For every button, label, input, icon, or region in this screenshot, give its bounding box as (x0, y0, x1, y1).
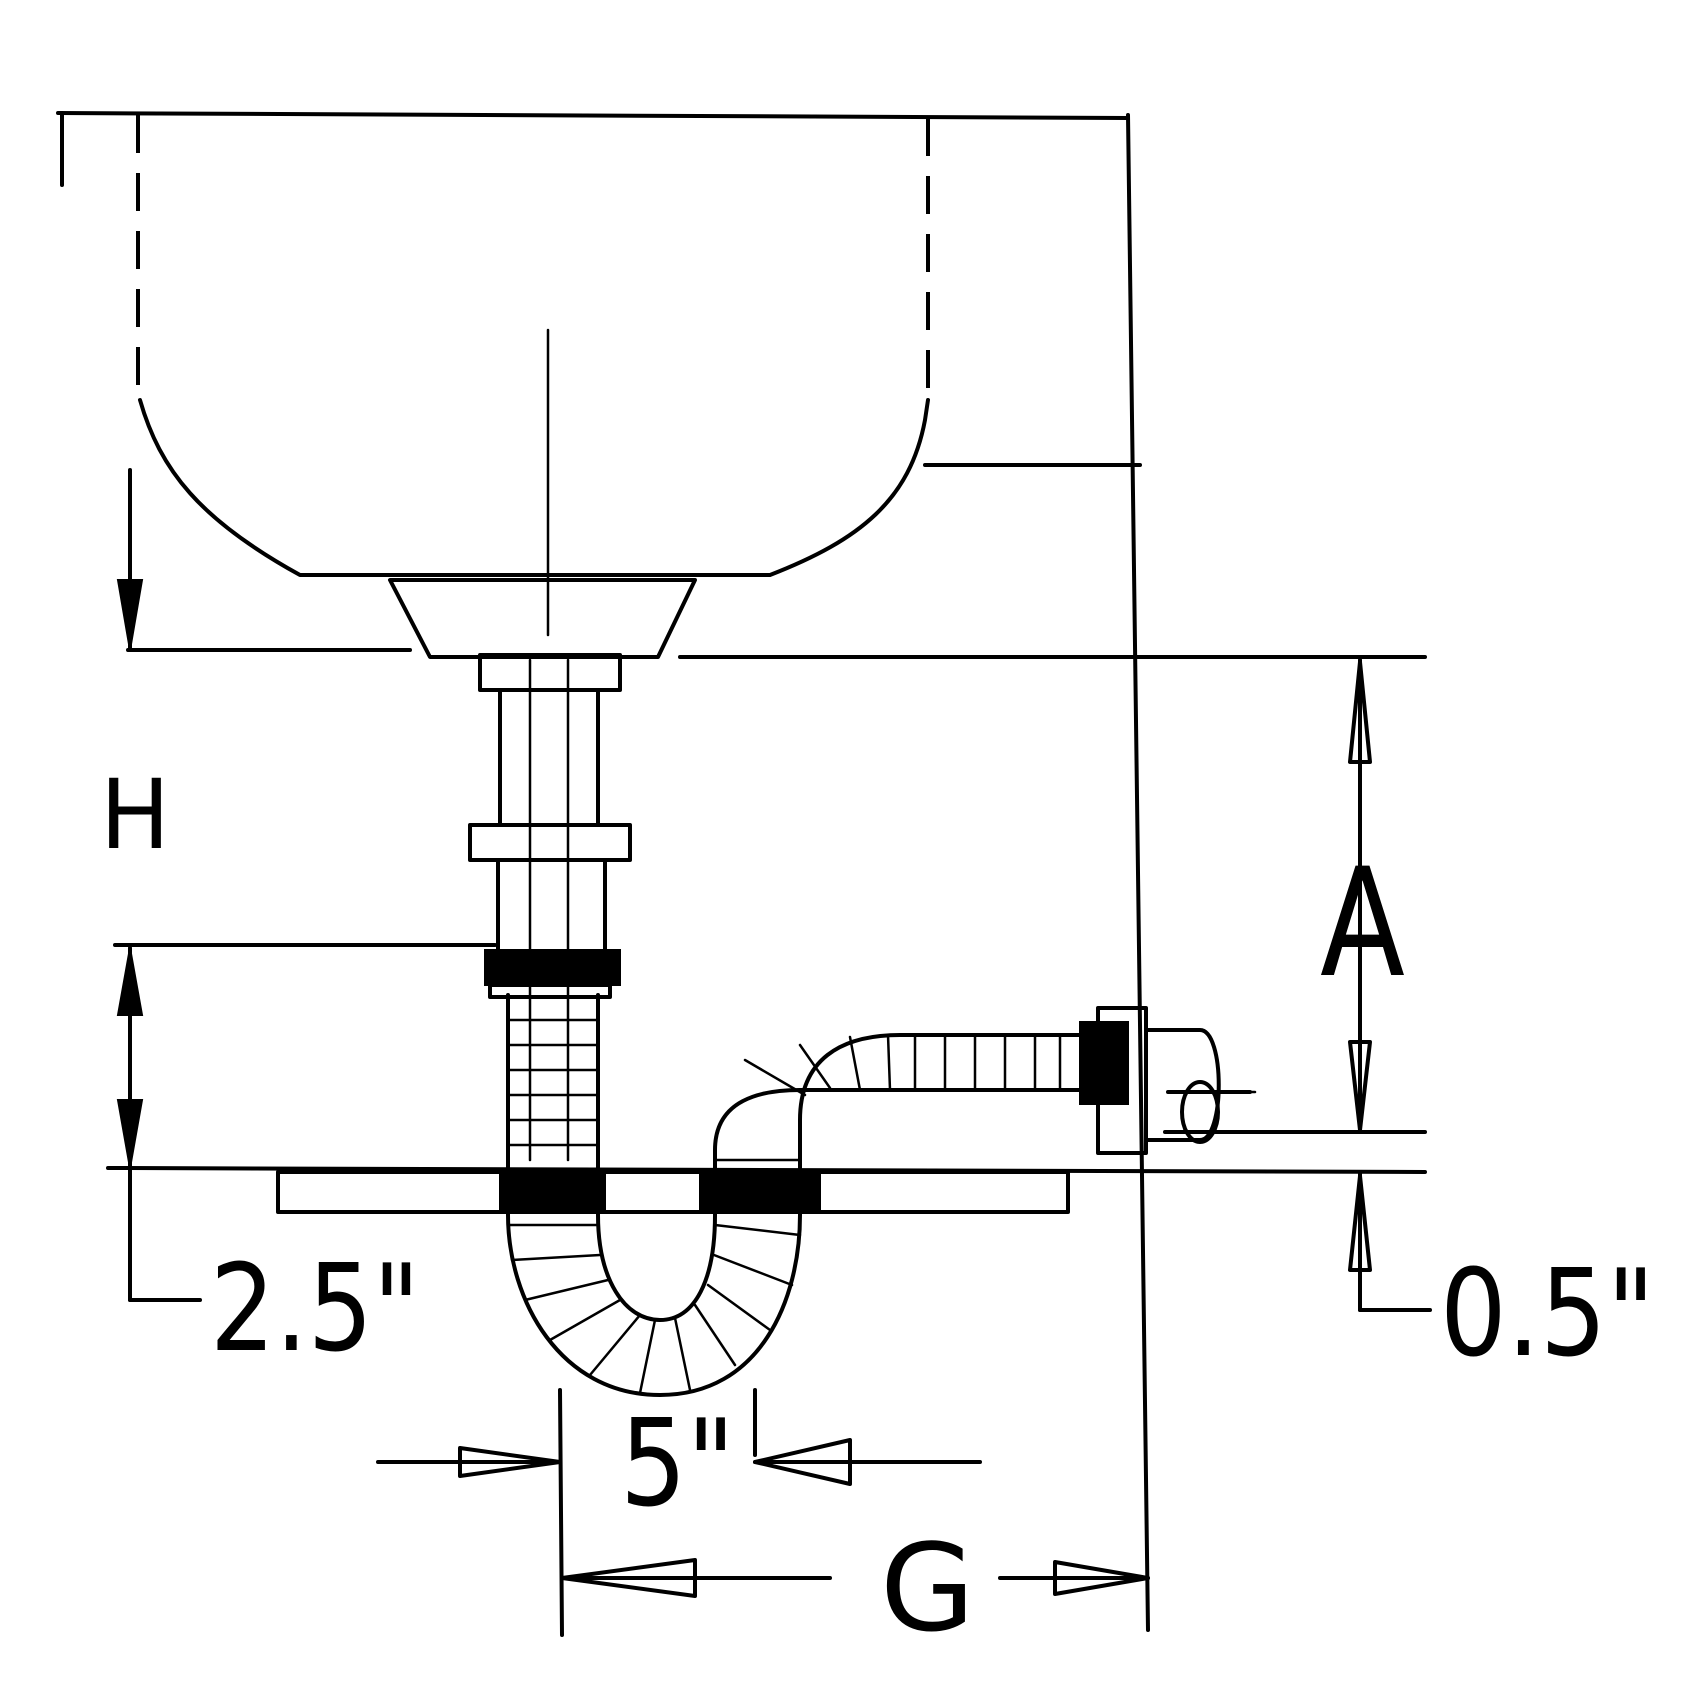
dimension-g: G (560, 1520, 1150, 1659)
label-a: A (1320, 837, 1405, 1011)
tailpiece (468, 653, 632, 1162)
dimension-a: A (1320, 658, 1405, 1132)
dimension-2-5: 2.5" (116, 946, 420, 1379)
shelf-bar (276, 1170, 1070, 1214)
label-2-5-inch: 2.5" (210, 1240, 420, 1379)
label-0-5-inch: 0.5" (1440, 1245, 1655, 1384)
label-5-inch: 5" (620, 1395, 735, 1534)
dimension-0-5: 0.5" (1348, 1170, 1655, 1384)
counter-outline (56, 111, 1150, 1632)
extension-lines (558, 1388, 757, 1637)
sink-bowl (136, 115, 1142, 659)
dimension-5: 5" (376, 1395, 982, 1534)
p-trap (506, 993, 1257, 1397)
label-h: H (100, 759, 170, 871)
label-g: G (880, 1520, 975, 1659)
dimension-h: H (100, 468, 170, 871)
